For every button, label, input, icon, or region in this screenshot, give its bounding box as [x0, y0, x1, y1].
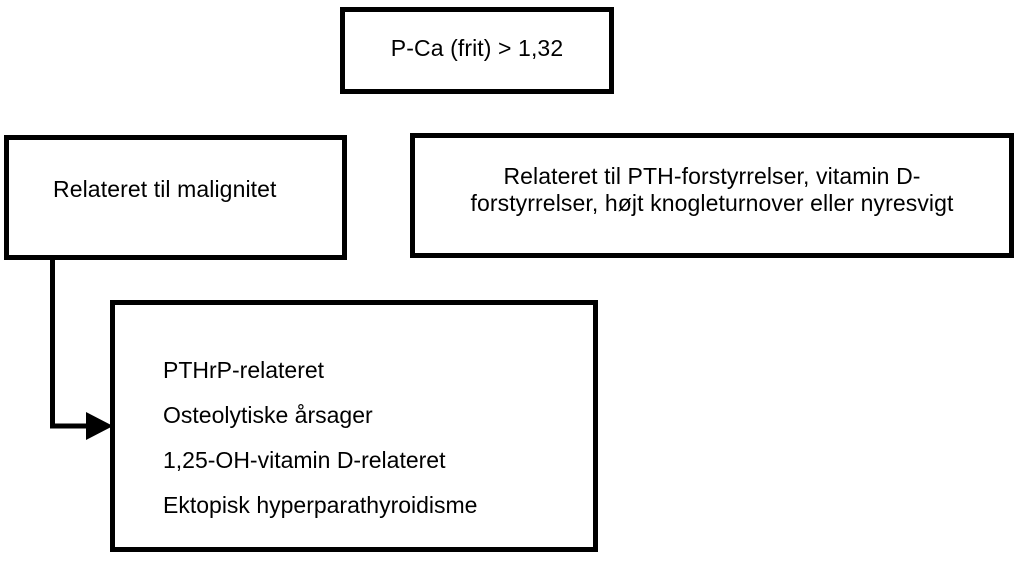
node-malignancy-mechanisms[interactable]: PTHrP-relateret Osteolytiske årsager 1,2…	[110, 300, 598, 552]
node-non-malignancy-related-line-1: Relateret til PTH-forstyrrelser, vitamin…	[503, 162, 921, 189]
node-non-malignancy-related[interactable]: Relateret til PTH-forstyrrelser, vitamin…	[410, 133, 1014, 258]
node-non-malignancy-related-label: Relateret til PTH-forstyrrelser, vitamin…	[415, 163, 1009, 217]
node-non-malignancy-related-line-2: forstyrrelser, højt knogleturnover eller…	[470, 189, 954, 216]
list-item: Ektopisk hyperparathyroidisme	[163, 492, 478, 518]
list-item: 1,25-OH-vitamin D-relateret	[163, 447, 446, 473]
connector-elbow-line	[50, 259, 91, 429]
node-malignancy-related[interactable]: Relateret til malignitet	[4, 135, 347, 260]
arrowhead-icon	[86, 412, 113, 440]
list-item: Osteolytiske årsager	[163, 402, 373, 428]
node-malignancy-related-label: Relateret til malignitet	[53, 176, 277, 202]
node-p-ca-threshold-label: P-Ca (frit) > 1,32	[390, 35, 564, 61]
malignancy-mechanism-list: PTHrP-relateret Osteolytiske årsager 1,2…	[115, 305, 593, 528]
node-p-ca-threshold[interactable]: P-Ca (frit) > 1,32	[340, 7, 614, 94]
list-item: PTHrP-relateret	[163, 357, 325, 383]
